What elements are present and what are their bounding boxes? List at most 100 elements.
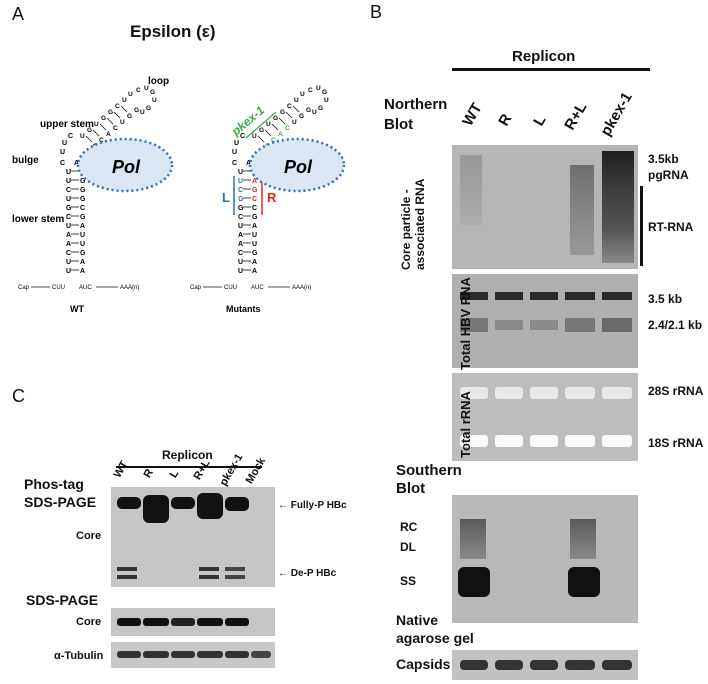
svg-text:A: A — [80, 223, 85, 230]
svg-text:C: C — [80, 205, 85, 212]
epsilon-title: Epsilon (ε) — [130, 22, 216, 41]
svg-text:C: C — [238, 250, 243, 257]
svg-text:U: U — [252, 232, 257, 239]
svg-text:C: C — [285, 125, 290, 132]
svg-text:U: U — [128, 91, 133, 98]
svg-text:U: U — [94, 121, 99, 128]
svg-text:U: U — [122, 97, 127, 104]
svg-text:AAA(n): AAA(n) — [292, 285, 311, 291]
svg-text:U: U — [152, 97, 157, 104]
blot-sds-core — [111, 608, 275, 636]
northern-blot-label: Blot — [384, 116, 414, 133]
svg-text:C: C — [238, 214, 243, 221]
svg-text:G: G — [80, 250, 86, 257]
lane-b-rl: R+L — [561, 99, 591, 133]
label-ss: SS — [400, 574, 417, 588]
svg-text:A: A — [74, 160, 79, 167]
svg-text:G: G — [87, 127, 92, 134]
svg-text:G: G — [80, 214, 86, 221]
svg-text:C: C — [308, 87, 313, 94]
blot-total-rrna — [452, 373, 638, 461]
svg-text:U: U — [80, 241, 85, 248]
svg-text:C: C — [66, 187, 71, 194]
lower-stem-label: lower stem — [12, 214, 64, 225]
phos-sds-label: SDS-PAGE — [24, 494, 97, 510]
svg-text:C: C — [271, 137, 276, 144]
upper-stem-label: upper stem — [40, 119, 94, 130]
label-core-rna: Core particle - associated RNA — [399, 178, 427, 270]
pol-ellipse-mut — [248, 137, 346, 193]
label-total-hbv: Total HBV RNA — [458, 277, 473, 370]
svg-text:U: U — [252, 241, 257, 248]
svg-text:U: U — [294, 97, 299, 104]
svg-text:U: U — [292, 119, 297, 126]
capsids-label: Capsids — [396, 656, 451, 672]
wt-structure: CA UA UG CG UG GC CG UA AU AU CG UA UA U… — [12, 76, 174, 314]
svg-text:G: G — [66, 205, 72, 212]
svg-text:U: U — [316, 85, 321, 92]
svg-text:C: C — [99, 137, 104, 144]
svg-text:G: G — [101, 115, 106, 122]
label-rc: RC — [400, 520, 418, 534]
svg-text:A: A — [80, 259, 85, 266]
agarose-label: agarose gel — [396, 630, 474, 646]
panel-a-letter: A — [12, 4, 25, 24]
southern-blot-label: Blot — [396, 480, 426, 497]
svg-text:G: G — [259, 127, 264, 134]
svg-text:U: U — [324, 97, 329, 104]
svg-text:U: U — [66, 268, 71, 275]
bulge-label: bulge — [12, 155, 39, 166]
label-28s: 28S rRNA — [648, 384, 704, 398]
native-label: Native — [396, 612, 439, 628]
svg-text:U: U — [252, 133, 257, 140]
blot-capsids — [452, 650, 638, 680]
lane-c-l: L — [167, 468, 182, 480]
svg-text:C: C — [252, 196, 257, 203]
svg-text:C: C — [287, 103, 292, 110]
label-35kb: 3.5 kb — [648, 292, 683, 306]
lane-c-mock: Mock — [243, 455, 269, 486]
svg-text:U: U — [60, 149, 65, 156]
de-p-text: De-P HBc — [290, 568, 337, 579]
svg-text:C: C — [60, 160, 65, 167]
svg-text:A: A — [278, 131, 283, 138]
svg-text:C: C — [240, 133, 245, 140]
label-rt-rna: RT-RNA — [648, 220, 694, 234]
svg-text:G: G — [238, 205, 244, 212]
svg-text:C: C — [68, 133, 73, 140]
svg-text:U: U — [80, 232, 85, 239]
svg-text:U: U — [66, 196, 71, 203]
L-label: L — [222, 190, 230, 205]
fully-p-label: ← Fully-P HBc — [278, 500, 347, 511]
svg-text:G: G — [280, 109, 285, 116]
svg-text:U: U — [300, 91, 305, 98]
svg-text:U: U — [232, 149, 237, 156]
tubulin-label: α-Tubulin — [54, 650, 104, 662]
panel-c-letter: C — [12, 386, 25, 406]
svg-text:A: A — [80, 268, 85, 275]
svg-text:U: U — [238, 169, 243, 176]
wt-caption: WT — [70, 304, 84, 314]
svg-text:C: C — [232, 160, 237, 167]
svg-text:U: U — [140, 109, 145, 116]
svg-text:G: G — [238, 196, 244, 203]
lane-b-wt: WT — [459, 100, 486, 129]
svg-text:A: A — [66, 232, 71, 239]
blot-core-rna — [452, 145, 638, 269]
svg-text:AUC: AUC — [251, 285, 264, 291]
svg-text:G: G — [318, 105, 323, 112]
svg-text:U: U — [238, 259, 243, 266]
core-label-sds: Core — [76, 616, 102, 628]
svg-text:G: G — [322, 89, 327, 96]
label-18s: 18S rRNA — [648, 436, 704, 450]
svg-text:A: A — [238, 241, 243, 248]
svg-text:C: C — [238, 187, 243, 194]
svg-text:G: G — [134, 107, 139, 114]
svg-text:A: A — [238, 232, 243, 239]
svg-text:G: G — [146, 105, 151, 112]
svg-text:A: A — [252, 178, 257, 185]
svg-text:U: U — [144, 85, 149, 92]
sds-page-label: SDS-PAGE — [26, 592, 99, 608]
lane-b-pkex: pkex-1 — [597, 89, 636, 139]
blot-tubulin — [111, 642, 275, 668]
